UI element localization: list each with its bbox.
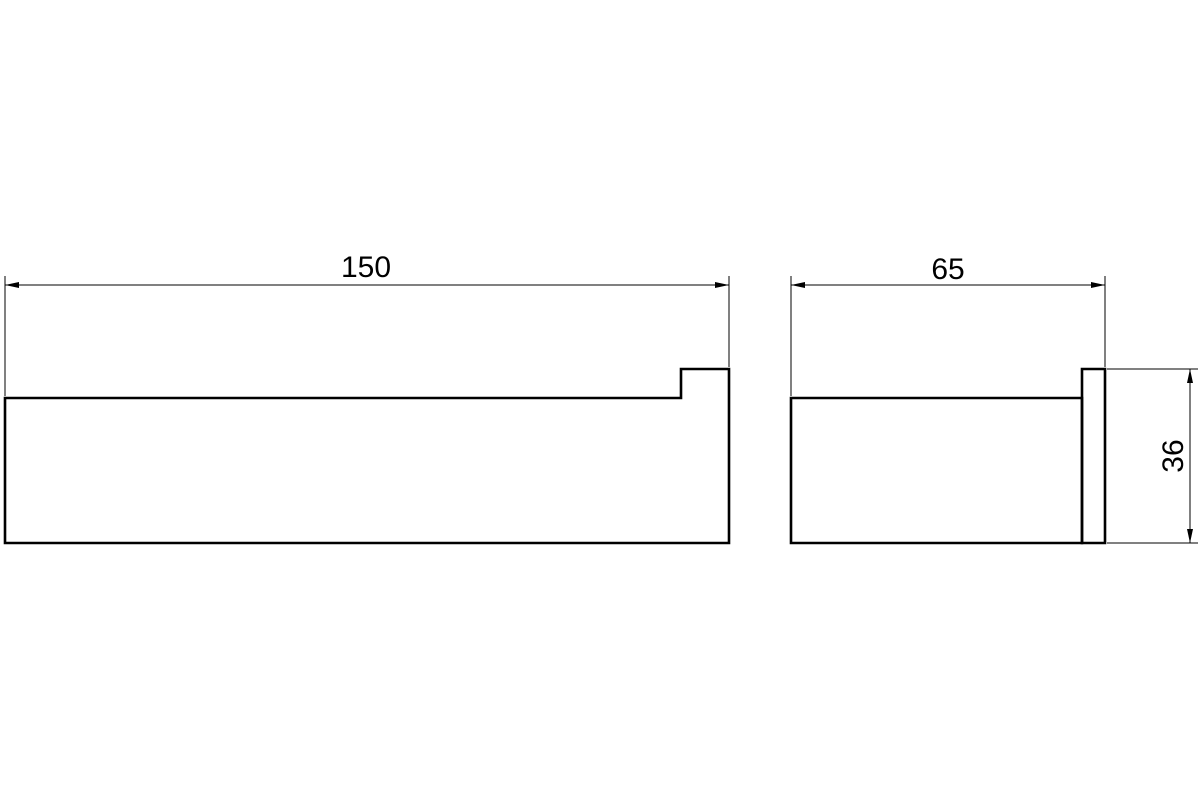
arrowhead-left (5, 282, 19, 288)
arrowhead-top (1187, 369, 1193, 383)
side-depth-label: 65 (931, 253, 964, 286)
side-view-body (789, 396, 1084, 545)
arrowhead-right (1091, 282, 1105, 288)
side-height-dimension: 36 (1107, 368, 1198, 544)
side-depth-dimension: 65 (790, 253, 1106, 396)
arrowhead-right (715, 282, 729, 288)
side-height-label: 36 (1157, 439, 1190, 472)
front-view (3, 367, 731, 545)
side-view (789, 367, 1107, 545)
side-view-plate (1080, 367, 1107, 545)
arrowhead-left (791, 282, 805, 288)
front-length-label: 150 (341, 251, 391, 284)
front-length-dimension: 150 (4, 251, 730, 396)
front-view-outline (3, 367, 731, 545)
arrowhead-bottom (1187, 529, 1193, 543)
